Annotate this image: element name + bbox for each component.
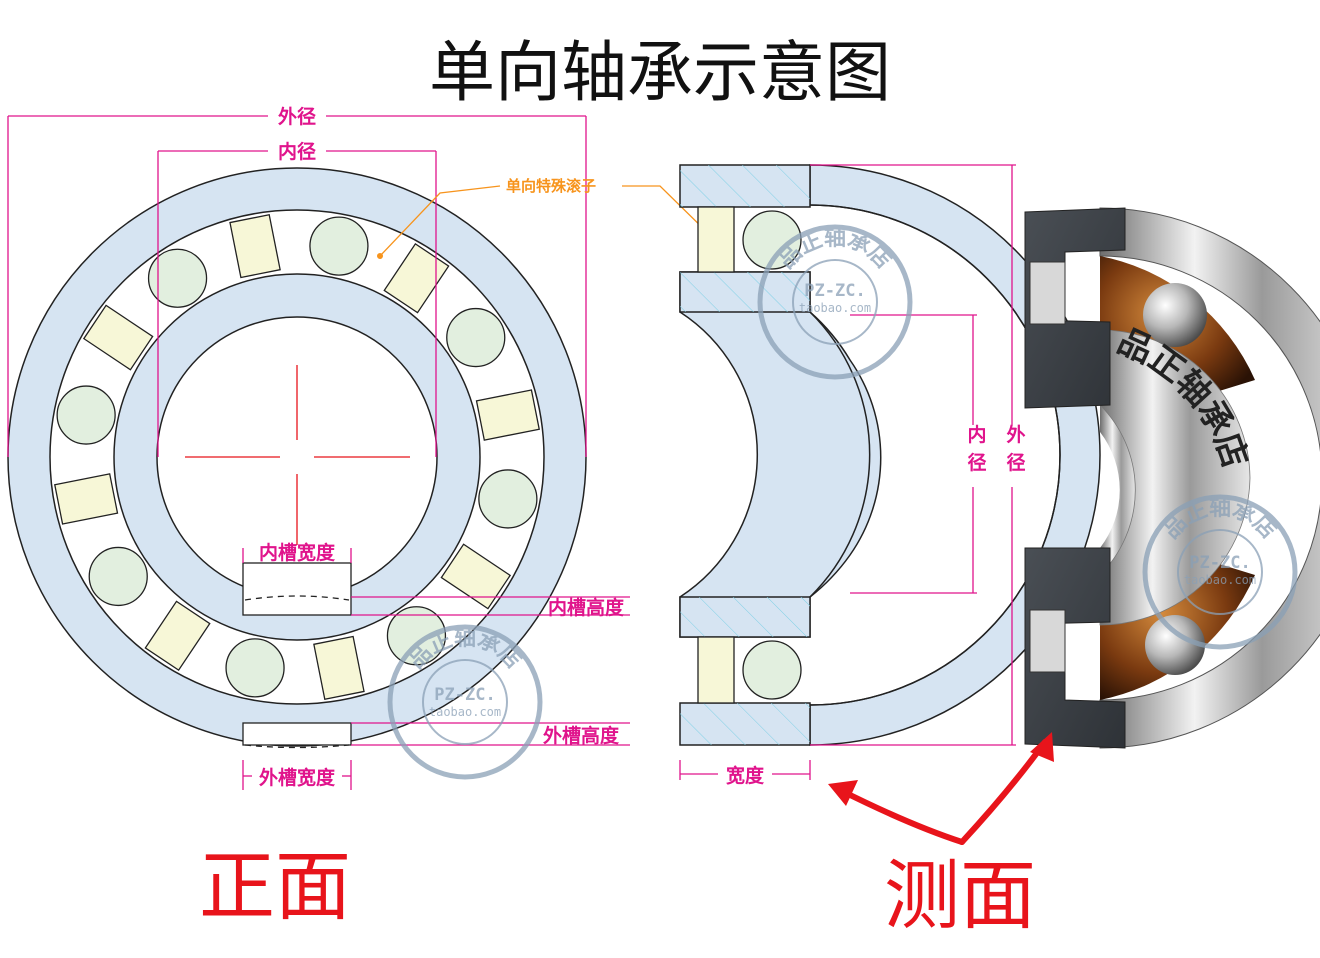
ball	[88, 546, 148, 607]
width-label: 宽度	[726, 764, 765, 787]
inner-groove-width-label: 内槽宽度	[259, 541, 336, 564]
side-roller-top	[697, 206, 735, 273]
ball	[386, 606, 447, 666]
svg-text:内径: 内径	[967, 423, 986, 474]
ball	[225, 638, 285, 698]
center-mark	[185, 365, 410, 545]
side-inner-diameter-label: 内径	[967, 423, 986, 474]
outer-diameter-label: 外径	[278, 105, 316, 128]
ball	[478, 469, 538, 529]
svg-text:外径: 外径	[1006, 423, 1025, 474]
inner-diameter-label: 内径	[278, 140, 316, 163]
inner-groove-height-label: 内槽高度	[548, 596, 625, 619]
side-view-arrows	[837, 739, 1048, 845]
arrow-head-right	[1030, 732, 1054, 762]
roller	[54, 473, 119, 525]
svg-text:PZ-ZC.: PZ-ZC.	[1189, 553, 1250, 573]
inner-groove	[242, 562, 352, 616]
svg-text:taobao.com: taobao.com	[429, 705, 501, 719]
ball	[147, 248, 208, 308]
outer-groove-height-label: 外槽高度	[543, 724, 620, 747]
roller	[475, 389, 540, 441]
roller	[82, 304, 154, 371]
special-roller-label: 单向特殊滚子	[506, 177, 596, 195]
side-roller-bottom	[697, 636, 735, 704]
roller	[440, 543, 512, 610]
svg-text:PZ-ZC.: PZ-ZC.	[434, 685, 495, 705]
roller	[144, 600, 211, 672]
front-view-label: 正面	[199, 842, 351, 931]
front-view: 外径 内径 内槽宽度 内槽高度 外槽高度 外槽宽度 单向特殊滚子	[7, 105, 718, 790]
outer-groove-width-label: 外槽宽度	[259, 766, 336, 789]
rolling-elements	[54, 214, 540, 700]
side-outer-diameter-label: 外径	[1006, 423, 1025, 474]
svg-text:PZ-ZC.: PZ-ZC.	[804, 281, 865, 301]
page-title: 单向轴承示意图	[429, 34, 891, 111]
arrow-head-left	[828, 780, 858, 806]
svg-text:taobao.com: taobao.com	[799, 301, 871, 315]
side-ball-bottom	[742, 640, 802, 700]
ball	[446, 307, 506, 368]
side-view-label: 测面	[884, 851, 1036, 940]
side-ball-top	[742, 210, 802, 270]
outer-groove	[242, 722, 352, 746]
roller	[229, 214, 281, 279]
ball	[309, 216, 369, 276]
svg-text:taobao.com: taobao.com	[1184, 573, 1256, 587]
roller	[383, 242, 450, 314]
ball	[56, 385, 116, 445]
roller	[313, 635, 365, 700]
